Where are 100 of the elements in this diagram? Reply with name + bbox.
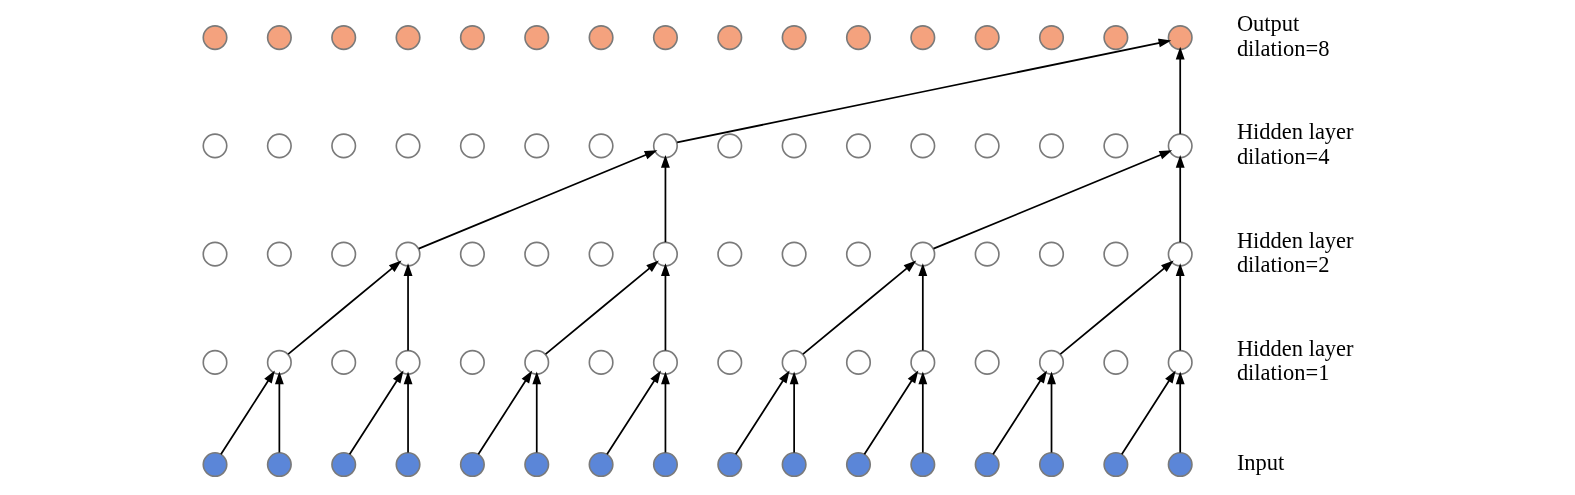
node-circle	[716, 241, 742, 267]
node-circle	[974, 241, 1000, 267]
node-circle	[588, 132, 614, 158]
arrow	[660, 154, 670, 243]
node-circle	[652, 451, 678, 477]
label: Input	[1236, 449, 1284, 475]
arrow	[917, 371, 927, 453]
node-circle	[523, 451, 549, 477]
node-circle	[588, 451, 614, 477]
node-circle	[1038, 349, 1064, 375]
arrow	[1175, 371, 1185, 453]
arrow	[917, 262, 927, 351]
node-circle	[652, 24, 678, 50]
label: Output dilation=8	[1236, 10, 1329, 61]
node-circle	[781, 451, 807, 477]
node-circle	[330, 24, 356, 50]
arrow	[789, 371, 799, 453]
arrow	[219, 369, 275, 455]
node-circle	[523, 132, 549, 158]
node-circle	[1102, 349, 1128, 375]
node-circle	[974, 451, 1000, 477]
node-circle	[909, 451, 935, 477]
label: Hidden layer dilation=1	[1236, 335, 1354, 385]
arrow	[1175, 154, 1185, 243]
arrow	[476, 369, 532, 455]
node-circle	[201, 24, 228, 50]
node-circle	[716, 132, 742, 158]
label: Hidden layer dilation=2	[1236, 227, 1354, 277]
node-circle	[523, 349, 549, 375]
node-circle	[781, 24, 807, 50]
node-circle	[266, 132, 292, 158]
arrow	[660, 262, 670, 351]
node-circle	[330, 241, 356, 267]
node-circle	[1167, 451, 1193, 477]
arrow	[286, 260, 401, 355]
node-circle	[1102, 24, 1128, 50]
node-circle	[909, 349, 935, 375]
node-circle	[845, 241, 871, 267]
node-circle	[395, 24, 421, 50]
node-circle	[201, 132, 228, 158]
arrow	[660, 371, 670, 453]
node-circle	[459, 241, 485, 267]
arrow	[531, 371, 541, 453]
node-circle	[588, 24, 614, 50]
node-circle	[1102, 132, 1128, 158]
node-circle	[459, 24, 485, 50]
node-circle	[909, 241, 935, 267]
node-circle	[716, 24, 742, 50]
node-circle	[781, 241, 807, 267]
node-circle	[588, 241, 614, 267]
node-circle	[459, 451, 485, 477]
arrow	[1175, 262, 1185, 351]
arrow	[675, 38, 1171, 143]
node-circle	[1167, 132, 1193, 158]
node-circle	[201, 451, 228, 477]
node-circle	[781, 349, 807, 375]
node-circle	[652, 132, 678, 158]
arrow	[1120, 369, 1176, 455]
node-circle	[395, 132, 421, 158]
node-circle	[1038, 241, 1064, 267]
node-circle	[1167, 241, 1193, 267]
node-circle	[1167, 24, 1193, 50]
node-circle	[1102, 241, 1128, 267]
arrow	[1046, 371, 1056, 453]
arrow	[274, 371, 284, 453]
node-circle	[459, 349, 485, 375]
node-circle	[716, 451, 742, 477]
node-circle	[523, 24, 549, 50]
node-circle	[652, 241, 678, 267]
node-circle	[395, 349, 421, 375]
node-circle	[588, 349, 614, 375]
node-circle	[201, 349, 228, 375]
node-circle	[395, 451, 421, 477]
node-circle	[909, 24, 935, 50]
node-circle	[845, 451, 871, 477]
node-circle	[266, 24, 292, 50]
node-circle	[652, 349, 678, 375]
node-circle	[266, 451, 292, 477]
node-circle	[330, 349, 356, 375]
arrow	[403, 262, 412, 351]
arrow	[605, 369, 661, 455]
node-circle	[330, 132, 356, 158]
arrow	[348, 369, 404, 455]
node-circle	[716, 349, 742, 375]
node-circle	[1038, 132, 1064, 158]
node-circle	[266, 241, 292, 267]
arrow	[417, 149, 657, 250]
arrow	[932, 149, 1172, 250]
label: Hidden layer dilation=4	[1236, 118, 1354, 169]
arrow	[1175, 46, 1185, 135]
node-circle	[1102, 451, 1128, 477]
arrow	[801, 260, 916, 355]
node-circle	[974, 349, 1000, 375]
node-circle	[845, 349, 871, 375]
node-circle	[201, 241, 228, 267]
node-circle	[1167, 349, 1193, 375]
node-circle	[845, 132, 871, 158]
arrow	[544, 260, 659, 355]
arrow	[734, 369, 790, 455]
node-circle	[845, 24, 871, 50]
